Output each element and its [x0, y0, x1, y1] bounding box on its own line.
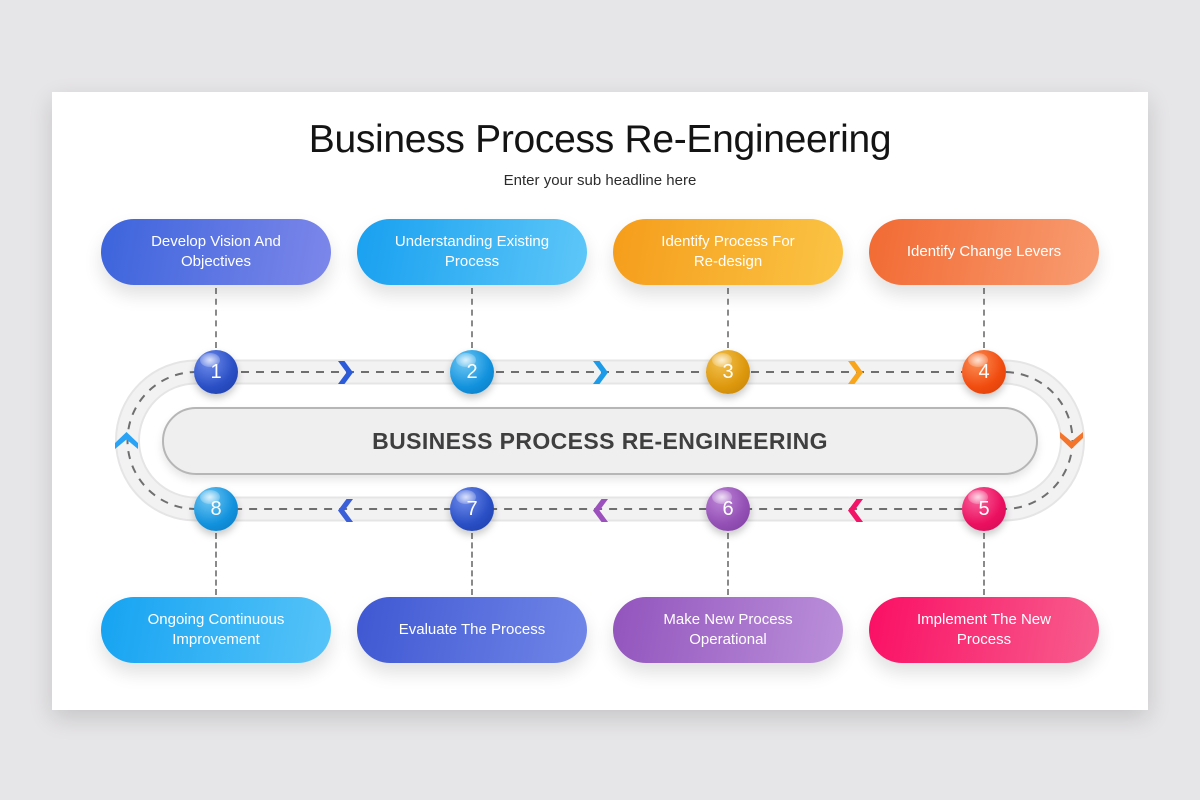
connector-step3	[727, 288, 729, 348]
step-pill-1: Develop Vision And Objectives	[101, 219, 331, 285]
center-banner: BUSINESS PROCESS RE-ENGINEERING	[162, 407, 1038, 475]
step-pill-4-label: Identify Change Levers	[906, 243, 1062, 261]
step-circle-4: 4	[962, 350, 1006, 394]
step-circle-7: 7	[450, 487, 494, 531]
step-pill-6: Make New Process Operational	[613, 597, 843, 663]
step-pill-2-label: Understanding Existing Process	[394, 233, 550, 270]
chevron-left-icon-step5-to-step6	[848, 499, 863, 522]
connector-step1	[215, 288, 217, 348]
chevron-down-icon-step4-to-step5	[1060, 432, 1083, 449]
step-circle-8-number: 8	[210, 497, 222, 520]
step-pill-8-label: Ongoing Continuous Improvement	[147, 611, 285, 648]
slide-title: Business Process Re-Engineering	[308, 118, 892, 161]
connector-step5	[983, 533, 985, 595]
step-circle-2: 2	[450, 350, 494, 394]
step-circle-6: 6	[706, 487, 750, 531]
step-circle-4-number: 4	[978, 360, 990, 383]
step-circle-5: 5	[962, 487, 1006, 531]
step-pill-2: Understanding Existing Process	[357, 219, 587, 285]
connector-step8	[215, 533, 217, 595]
chevron-right-icon-step1-to-step2	[338, 361, 353, 384]
chevron-left-icon-step6-to-step7	[593, 499, 608, 522]
step-pill-5: Implement The New Process	[869, 597, 1099, 663]
center-banner-label: BUSINESS PROCESS RE-ENGINEERING	[372, 427, 828, 454]
step-pill-4: Identify Change Levers	[869, 219, 1099, 285]
connector-step2	[471, 288, 473, 348]
step-pill-3-label: Identify Process For Re-design	[661, 233, 795, 270]
step-circle-3-number: 3	[722, 360, 734, 383]
step-pill-8: Ongoing Continuous Improvement	[101, 597, 331, 663]
connector-step7	[471, 533, 473, 595]
chevron-left-icon-step7-to-step8	[338, 499, 353, 522]
step-pill-7: Evaluate The Process	[357, 597, 587, 663]
slide-subtitle: Enter your sub headline here	[503, 172, 697, 189]
chevron-right-icon-step3-to-step4	[848, 361, 863, 384]
step-circle-8: 8	[194, 487, 238, 531]
step-circle-2-number: 2	[466, 360, 478, 383]
step-circle-6-number: 6	[722, 497, 734, 520]
chevron-up-icon-step8-to-step1	[115, 432, 138, 449]
connector-step4	[983, 288, 985, 348]
step-circle-3: 3	[706, 350, 750, 394]
step-circle-5-number: 5	[978, 497, 990, 520]
step-circle-1: 1	[194, 350, 238, 394]
slide-canvas: Business Process Re-Engineering Enter yo…	[52, 92, 1148, 710]
step-pill-1-label: Develop Vision And Objectives	[151, 233, 281, 270]
step-circle-1-number: 1	[210, 360, 222, 383]
connector-step6	[727, 533, 729, 595]
step-circle-7-number: 7	[466, 497, 478, 520]
step-pill-7-label: Evaluate The Process	[398, 621, 546, 639]
chevron-right-icon-step2-to-step3	[593, 361, 608, 384]
step-pill-5-label: Implement The New Process	[917, 611, 1051, 648]
step-pill-6-label: Make New Process Operational	[663, 611, 793, 648]
step-pill-3: Identify Process For Re-design	[613, 219, 843, 285]
